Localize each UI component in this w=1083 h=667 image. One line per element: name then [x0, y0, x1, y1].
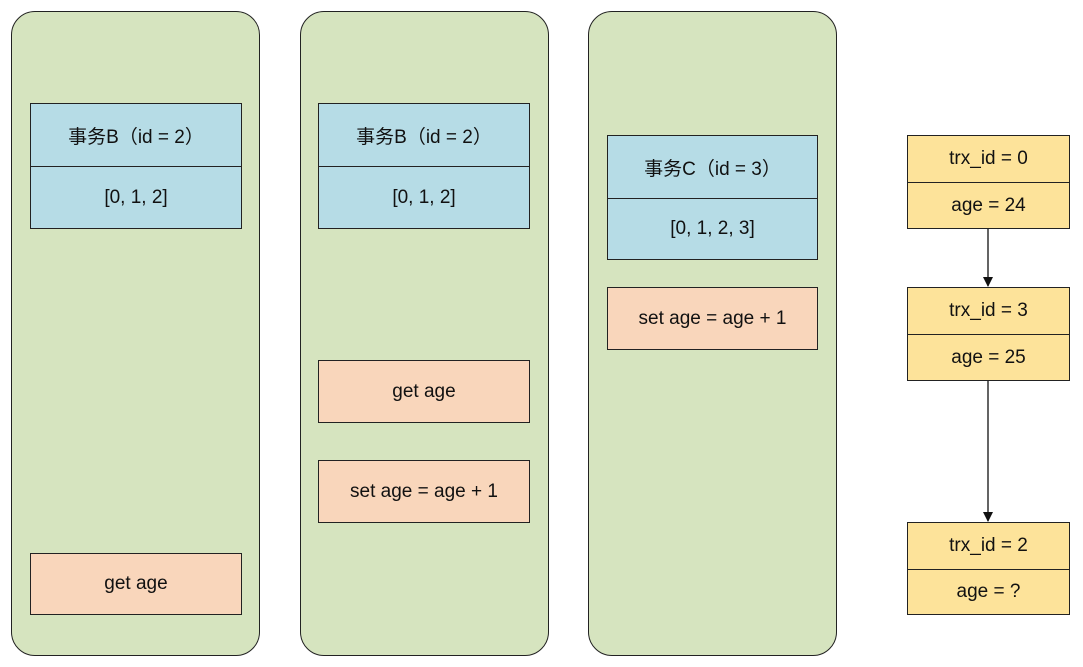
lane-2-op-get-age: get age: [318, 360, 530, 423]
lane-1-title: 事务B（id = 2）: [30, 103, 242, 166]
lane-1-op-get-age: get age: [30, 553, 242, 615]
lane-3-title: 事务C（id = 3）: [607, 135, 818, 198]
lane-2-read-view: [0, 1, 2]: [318, 166, 530, 229]
version-3-trx-id: trx_id = 2: [907, 522, 1070, 569]
lane-3-read-view: [0, 1, 2, 3]: [607, 198, 818, 260]
version-2-trx-id: trx_id = 3: [907, 287, 1070, 334]
lane-3-op-set-age: set age = age + 1: [607, 287, 818, 350]
version-1-trx-id: trx_id = 0: [907, 135, 1070, 182]
version-1-age: age = 24: [907, 182, 1070, 229]
lane-2-title: 事务B（id = 2）: [318, 103, 530, 166]
lane-2-op-set-age: set age = age + 1: [318, 460, 530, 523]
version-2-age: age = 25: [907, 334, 1070, 381]
version-3-age: age = ?: [907, 569, 1070, 615]
lane-1-read-view: [0, 1, 2]: [30, 166, 242, 229]
